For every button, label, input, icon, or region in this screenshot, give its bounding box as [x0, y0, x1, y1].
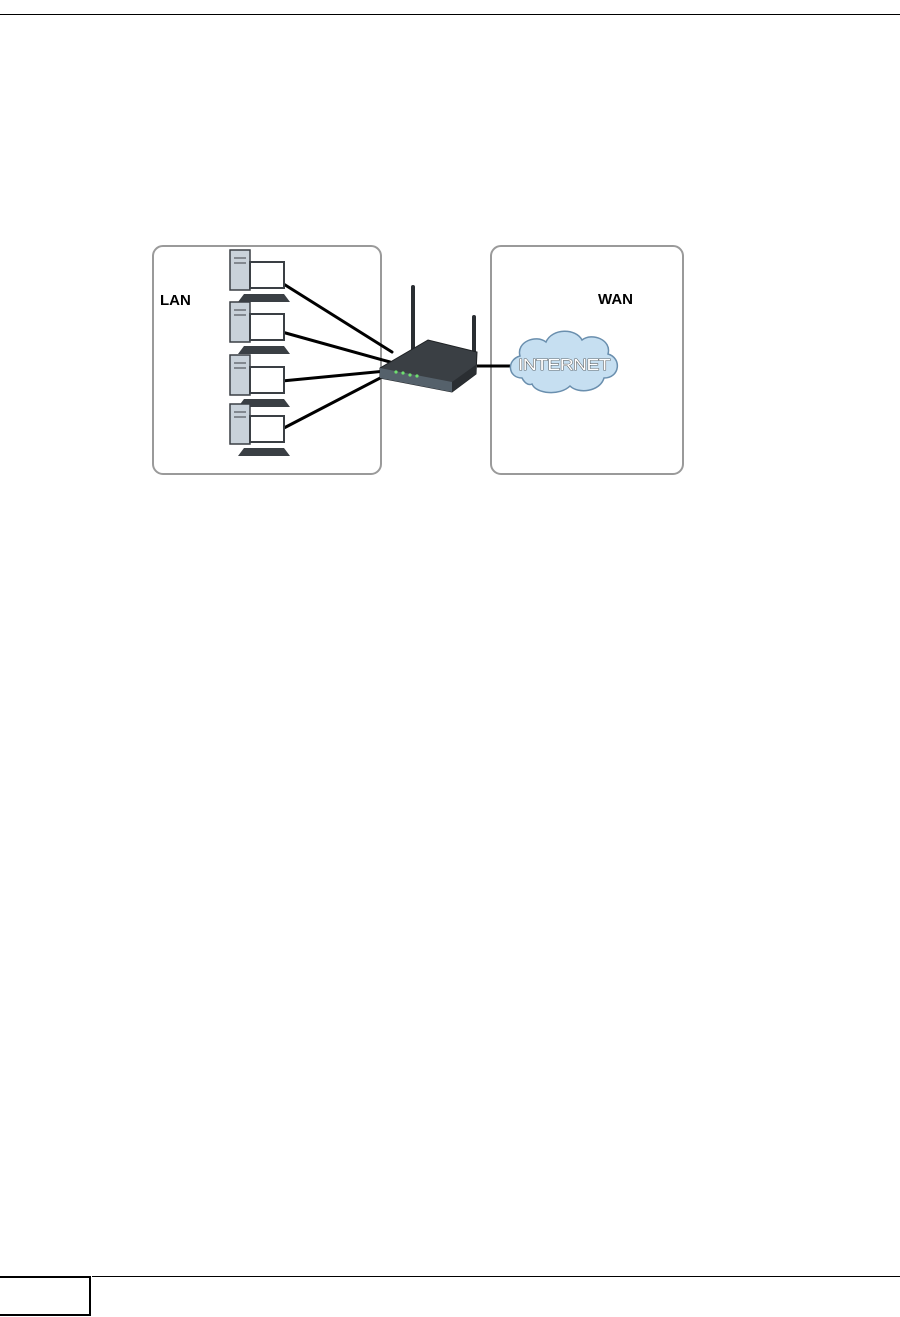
page-number-box — [0, 1276, 91, 1316]
cloud-label: INTERNET — [518, 357, 611, 374]
network-diagram: LAN WAN — [0, 0, 900, 520]
footer-rule — [92, 1276, 900, 1277]
lan-label: LAN — [160, 292, 191, 309]
wireless-router-icon — [380, 287, 477, 392]
wan-label: WAN — [598, 291, 633, 308]
